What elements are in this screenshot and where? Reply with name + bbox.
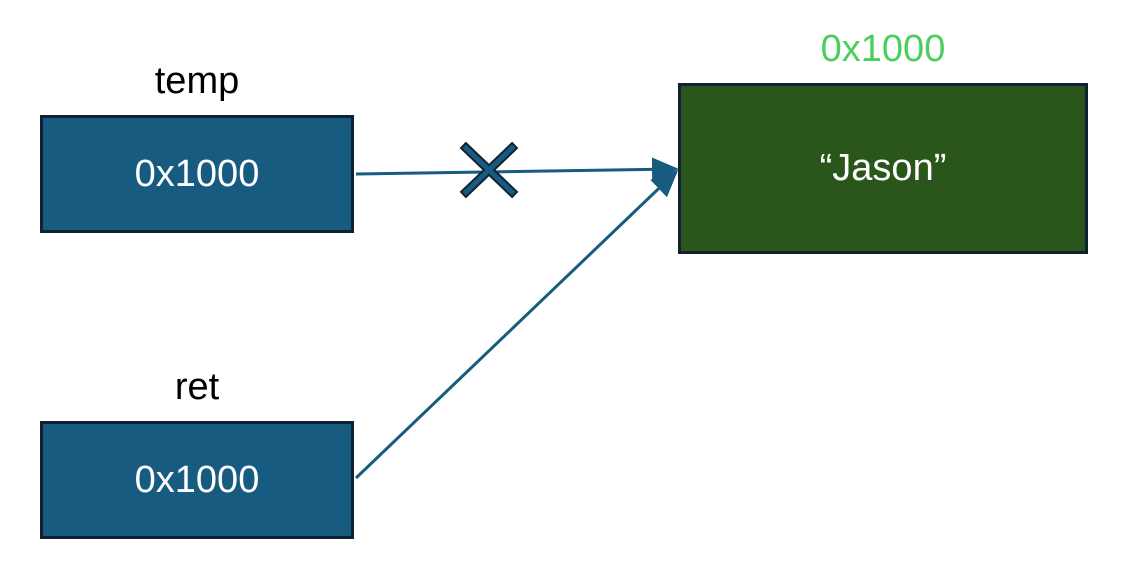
x-mark-icon bbox=[459, 141, 519, 199]
temp-variable-name: temp bbox=[154, 60, 240, 102]
string-object-value: “Jason” bbox=[819, 147, 947, 189]
ret-variable-box: 0x1000 bbox=[40, 421, 354, 539]
ret-variable-name: ret bbox=[174, 366, 220, 408]
temp-variable-box: 0x1000 bbox=[40, 115, 354, 233]
string-object-box: “Jason” bbox=[678, 83, 1088, 254]
ret-variable-value: 0x1000 bbox=[134, 458, 260, 501]
ret-pointer-arrow bbox=[354, 169, 679, 480]
object-address-label: 0x1000 bbox=[820, 28, 946, 70]
temp-pointer-arrow bbox=[355, 157, 679, 182]
temp-variable-value: 0x1000 bbox=[134, 152, 260, 195]
